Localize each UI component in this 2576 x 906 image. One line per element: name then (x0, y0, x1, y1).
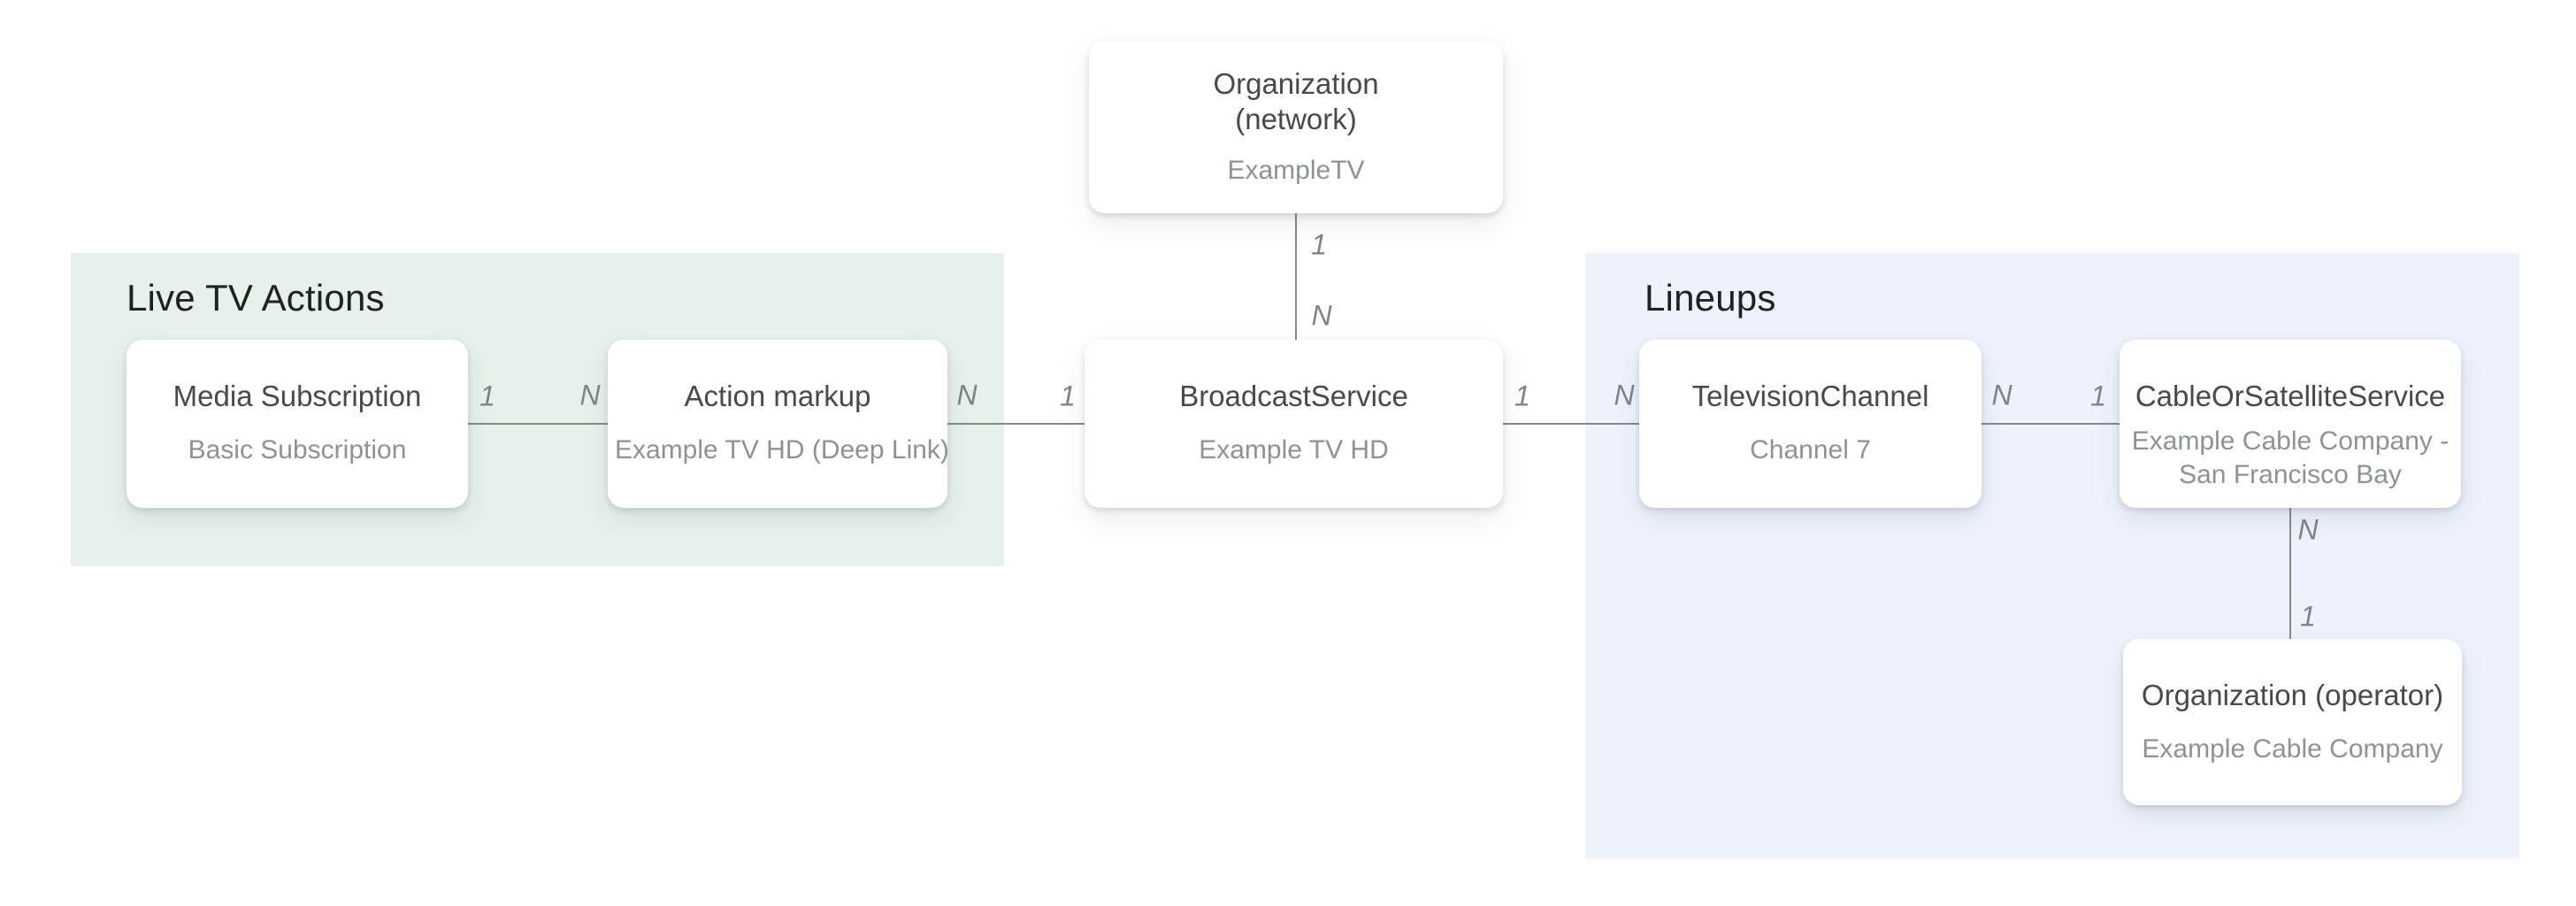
node-media-subscription: Media Subscription Basic Subscription (126, 340, 468, 508)
node-title: Action markup (684, 380, 871, 412)
node-subtitle: Example TV HD (1199, 435, 1389, 465)
node-title: TelevisionChannel (1691, 380, 1929, 412)
cardinality-network-side: 1 (1311, 228, 1327, 261)
node-subtitle: Example Cable Company (2142, 734, 2443, 764)
node-title: Media Subscription (172, 380, 422, 412)
cardinality-action-left-side: N (579, 379, 601, 411)
node-title-line1: Organization (1213, 67, 1379, 100)
cardinality-action-right-side: N (956, 379, 978, 411)
edge-action-to-broadcast (947, 423, 1085, 425)
node-title: CableOrSatelliteService (2135, 380, 2446, 412)
edge-cable-to-operator (2289, 508, 2291, 639)
node-action-markup: Action markup Example TV HD (Deep Link) (608, 340, 949, 508)
cardinality-broadcast-left-side: 1 (1060, 380, 1076, 412)
node-title: Organization (network) (1096, 66, 1496, 137)
edge-network-to-broadcast (1295, 213, 1297, 340)
node-cable-or-satellite-service: CableOrSatelliteService Example Cable Co… (2120, 340, 2461, 508)
node-organization-operator: Organization (operator) Example Cable Co… (2123, 639, 2462, 805)
cardinality-mediasub-side: 1 (479, 380, 495, 412)
cardinality-cable-left-side: 1 (2090, 380, 2106, 412)
edge-tvchannel-to-cable (1982, 423, 2120, 425)
node-subtitle-line2: San Francisco Bay (2179, 460, 2402, 489)
cardinality-tvchannel-right-side: N (1991, 379, 2012, 411)
node-television-channel: TelevisionChannel Channel 7 (1639, 340, 1982, 508)
node-subtitle: Channel 7 (1750, 435, 1871, 465)
region-lineups-label: Lineups (1644, 277, 1776, 319)
cardinality-tvchannel-left-side: N (1614, 379, 1635, 411)
region-live-tv-actions-label: Live TV Actions (126, 277, 385, 319)
edge-broadcast-to-tvchannel (1503, 423, 1639, 425)
node-title-line2: (network) (1235, 103, 1357, 135)
cardinality-cable-bottom-side: N (2297, 513, 2319, 546)
cardinality-broadcast-right-side: 1 (1514, 380, 1530, 412)
node-subtitle: Example Cable Company - San Francisco Ba… (2127, 425, 2454, 492)
node-subtitle: ExampleTV (1227, 156, 1365, 185)
cardinality-broadcast-top-side: N (1311, 299, 1332, 332)
node-subtitle: Basic Subscription (188, 435, 407, 465)
node-title: BroadcastService (1179, 380, 1408, 412)
node-broadcast-service: BroadcastService Example TV HD (1085, 340, 1503, 508)
node-organization-network: Organization (network) ExampleTV (1089, 41, 1503, 213)
node-subtitle: Example TV HD (Deep Link) (615, 435, 949, 465)
edge-mediasub-to-action (468, 423, 608, 425)
node-subtitle-line1: Example Cable Company - (2131, 426, 2450, 456)
node-title: Organization (operator) (2141, 679, 2444, 711)
cardinality-operator-side: 1 (2300, 600, 2316, 633)
